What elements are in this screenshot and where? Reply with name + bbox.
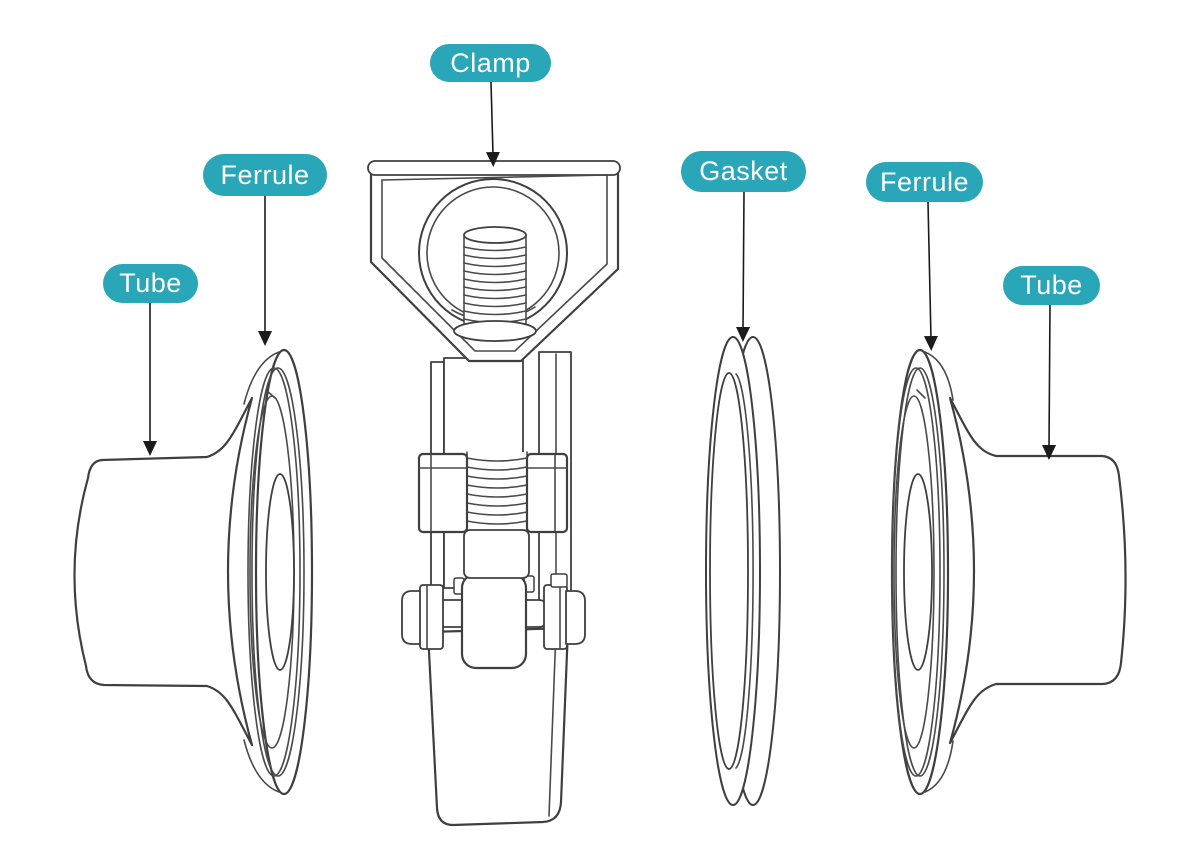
arrow-tube-right (1042, 304, 1057, 460)
clamp-drawing (367, 160, 621, 827)
clamp-nut-right (525, 452, 569, 534)
left-tube-ferrule-drawing (73, 348, 314, 796)
left-ferrule-bore (265, 473, 295, 671)
leader-arrows (143, 81, 1057, 460)
clamp-band (426, 626, 570, 827)
arrow-gasket (736, 191, 751, 342)
label-pill-gasket: Gasket (681, 151, 806, 192)
gasket-bore (709, 372, 749, 770)
right-tube (948, 396, 1127, 745)
clamp-stud (453, 226, 537, 342)
right-ferrule-bore (903, 473, 933, 671)
label-pill-ferrule-left: Ferrule (203, 154, 327, 196)
gasket-drawing (705, 336, 781, 806)
label-pill-clamp: Clamp (430, 44, 551, 82)
arrow-ferrule-right (923, 201, 938, 351)
label-pill-tube-left: Tube (103, 264, 198, 303)
arrow-clamp (485, 81, 500, 167)
right-ferrule-tube-drawing (890, 348, 1127, 796)
label-pill-ferrule-right: Ferrule (866, 162, 983, 202)
label-pill-tube-right: Tube (1003, 266, 1100, 305)
left-tube (73, 396, 254, 747)
clamp-bracket (460, 572, 528, 670)
clamp-nut-left (417, 452, 469, 534)
